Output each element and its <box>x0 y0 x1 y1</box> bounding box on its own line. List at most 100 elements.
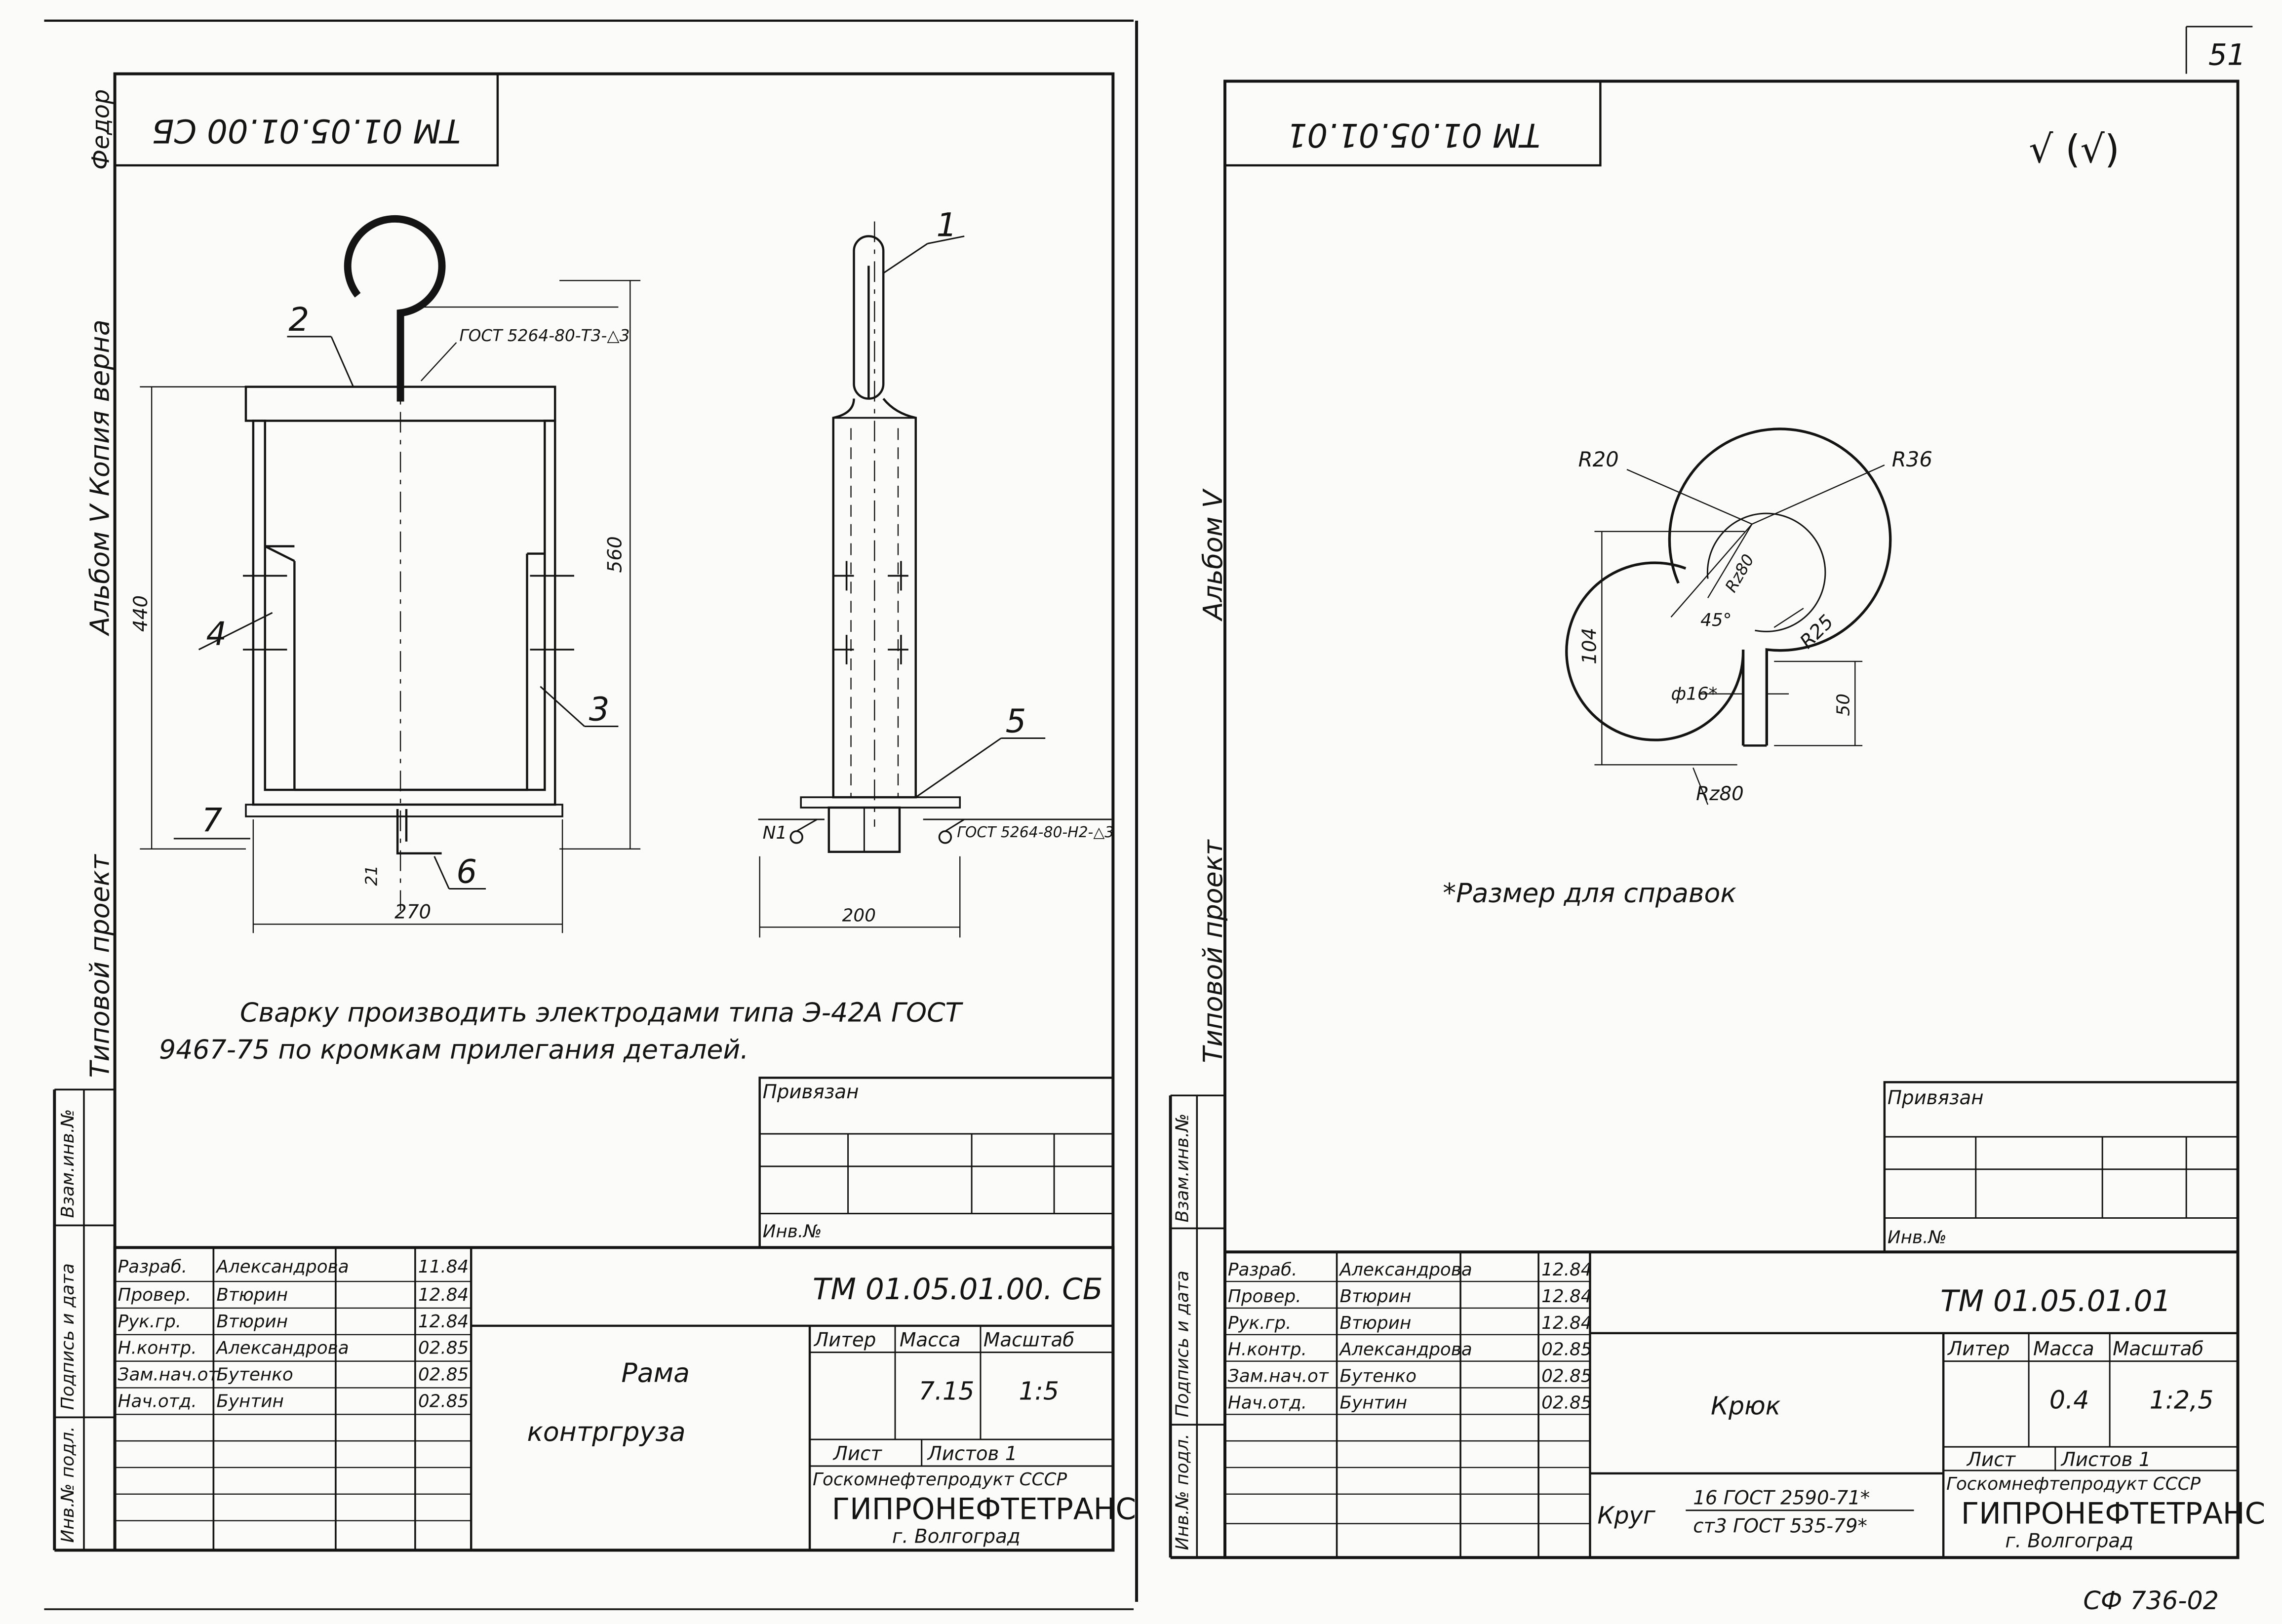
date-nach-otd: 02.85 <box>418 1391 469 1411</box>
litera-label: Литер <box>813 1329 876 1352</box>
rotated-doc-code: ТМ 01.05.01.01 <box>1287 116 1540 154</box>
margin-typical-project: Типовой проект <box>84 854 116 1078</box>
welding-note-line-1: Сварку производить электродами типа Э-42… <box>240 997 964 1028</box>
date-ruk-gr: 12.84 <box>1541 1313 1592 1333</box>
scale-label: Масштаб <box>984 1329 1074 1352</box>
side-stamp-inv-podl: Инв.№ подл. <box>58 1426 78 1543</box>
sheet-label: Лист <box>832 1443 883 1465</box>
position-3: 3 <box>589 691 610 728</box>
side-stamp-signature-date: Подпись и дата <box>58 1263 78 1410</box>
diameter-16: ф16* <box>1671 684 1717 704</box>
doc-code: ТМ 01.05.01.01 <box>1940 1284 2171 1318</box>
doc-code: ТМ 01.05.01.00. СБ <box>813 1273 1103 1307</box>
position-6: 6 <box>456 853 477 890</box>
name-prover: Втюрин <box>1340 1286 1412 1307</box>
side-stamp-inv-podl: Инв.№ подл. <box>1172 1433 1192 1550</box>
litera-label: Литер <box>1947 1338 2009 1360</box>
dim-21: 21 <box>362 865 381 886</box>
material-top: 16 ГОСТ 2590-71* <box>1693 1487 1870 1509</box>
inv-no-label: Инв.№ <box>763 1221 822 1241</box>
margin-album: Альбом Ⅴ <box>1197 488 1228 621</box>
privyazan-block: Привязан Инв.№ <box>758 1077 1114 1249</box>
copy-signature: Федор <box>88 89 115 170</box>
scale-label: Масштаб <box>2113 1338 2203 1360</box>
side-stamp-replace-inv: Взам.инв.№ <box>1172 1114 1192 1223</box>
left-sheet: Инв.№ подл. Подпись и дата Взам.инв.№ Ти… <box>44 19 1136 1552</box>
material-label: Круг <box>1597 1503 1655 1530</box>
date-razrab: 11.84 <box>418 1257 469 1277</box>
dim-50: 50 <box>1833 694 1853 716</box>
role-prover: Провер. <box>1228 1286 1301 1307</box>
position-7: 7 <box>202 802 223 839</box>
mass-value: 0.4 <box>2049 1385 2089 1414</box>
roughness-symbol: √ (√) <box>2029 127 2120 172</box>
org-ministry: Госкомнефтепродукт СССР <box>813 1469 1067 1490</box>
name-razrab: Александрова <box>215 1257 349 1277</box>
date-n-kontr: 02.85 <box>418 1338 469 1358</box>
radius-r20: R20 <box>1578 447 1619 471</box>
role-razrab: Разраб. <box>118 1257 188 1277</box>
sheets-label: Листов 1 <box>2060 1449 2151 1471</box>
welding-note-line-2: 9467-75 по кромкам прилегания деталей. <box>159 1034 748 1065</box>
part-name-1: Рама <box>621 1357 690 1388</box>
name-n-kontr: Александрова <box>215 1338 349 1358</box>
roughness-rz80-lower: Rz80 <box>1696 783 1744 805</box>
material-bottom: ст3 ГОСТ 535-79* <box>1693 1515 1867 1538</box>
privyazan-label: Привязан <box>763 1081 859 1103</box>
part-name: Крюк <box>1711 1391 1781 1420</box>
frame-front-view <box>243 215 574 916</box>
org-city: г. Волгоград <box>2005 1530 2133 1552</box>
date-prover: 12.84 <box>418 1285 469 1305</box>
hook-drawing <box>1565 427 1892 805</box>
org-institute: ГИПРОНЕФТЕТРАНС <box>1961 1497 2265 1531</box>
org-ministry: Госкомнефтепродукт СССР <box>1946 1474 2201 1494</box>
date-nach-otd: 02.85 <box>1541 1392 1592 1413</box>
position-1: 1 <box>937 206 957 244</box>
date-zam-nach: 02.85 <box>418 1364 469 1385</box>
role-zam-nach: Зам.нач.от <box>1228 1366 1329 1386</box>
part-name-2: контргруза <box>527 1416 686 1447</box>
dim-104: 104 <box>1578 628 1601 664</box>
role-ruk-gr: Рук.гр. <box>1228 1313 1292 1333</box>
weld-n1: N1 <box>763 823 787 843</box>
reference-footnote: *Размер для справок <box>1443 877 1736 908</box>
name-prover: Втюрин <box>216 1285 288 1305</box>
privyazan-label: Привязан <box>1888 1087 1984 1109</box>
dim-200: 200 <box>842 905 876 926</box>
date-zam-nach: 02.85 <box>1541 1366 1592 1386</box>
name-razrab: Александрова <box>1339 1260 1472 1280</box>
date-razrab: 12.84 <box>1541 1260 1592 1280</box>
mass-label: Масса <box>2033 1338 2094 1360</box>
position-4: 4 <box>206 616 227 653</box>
frame-side-view <box>789 221 961 853</box>
role-zam-nach: Зам.нач.от <box>118 1364 219 1385</box>
gost-top-label: ГОСТ 5264-80-Т3-△3 <box>459 326 630 345</box>
date-ruk-gr: 12.84 <box>418 1312 469 1332</box>
margin-album-copy: Альбом Ⅴ Копия верна <box>84 319 116 636</box>
mass-value: 7.15 <box>919 1376 975 1405</box>
right-sheet: 51 Инв.№ подл. Подпись и дата Взам.инв.№… <box>1135 20 2265 1615</box>
name-ruk-gr: Втюрин <box>1340 1313 1412 1333</box>
side-stamp-replace-inv: Взам.инв.№ <box>58 1109 78 1218</box>
org-city: г. Волгоград <box>892 1525 1021 1547</box>
dim-270: 270 <box>394 901 431 923</box>
sheet-code: СФ 736-02 <box>2083 1586 2219 1615</box>
rotated-doc-code: ТМ 01.05.01.00 СБ <box>152 112 461 149</box>
angle-45: 45° <box>1700 610 1731 630</box>
scale-value: 1:5 <box>1019 1376 1059 1405</box>
role-n-kontr: Н.контр. <box>118 1338 197 1358</box>
sheet-label: Лист <box>1966 1449 2016 1471</box>
name-nach-otd: Бунтин <box>216 1391 284 1411</box>
role-prover: Провер. <box>118 1285 192 1305</box>
page-number: 51 <box>2208 39 2246 73</box>
mass-label: Масса <box>900 1329 961 1352</box>
sheets-label: Листов 1 <box>927 1443 1018 1465</box>
role-ruk-gr: Рук.гр. <box>118 1312 182 1332</box>
name-zam-nach: Бутенко <box>1340 1366 1416 1386</box>
name-nach-otd: Бунтин <box>1340 1392 1408 1413</box>
name-ruk-gr: Втюрин <box>216 1312 288 1332</box>
role-nach-otd: Нач.отд. <box>118 1391 197 1411</box>
gost-right-label: ГОСТ 5264-80-Н2-△3 <box>957 824 1114 841</box>
role-n-kontr: Н.контр. <box>1228 1340 1307 1360</box>
